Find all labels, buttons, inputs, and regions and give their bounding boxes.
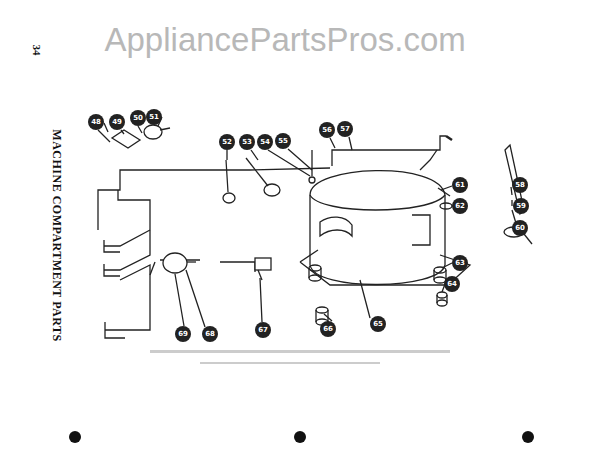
callout-number: 59 <box>513 198 529 214</box>
callout-number: 67 <box>255 322 271 338</box>
callout-number: 56 <box>319 122 335 138</box>
callout-number: 49 <box>109 114 125 130</box>
callout-number: 54 <box>257 134 273 150</box>
callout-number: 58 <box>512 177 528 193</box>
callout-number: 55 <box>275 133 291 149</box>
callout-number: 65 <box>370 316 386 332</box>
callout-number: 62 <box>452 198 468 214</box>
page-title: MACHINE COMPARTMENT PARTS <box>49 129 64 341</box>
callout-number: 53 <box>239 134 255 150</box>
callout-number: 61 <box>452 177 468 193</box>
callout-number: 57 <box>337 121 353 137</box>
callout-number: 68 <box>202 326 218 342</box>
callout-number: 63 <box>452 255 468 271</box>
callout-number: 50 <box>130 110 146 126</box>
callout-number: 60 <box>512 220 528 236</box>
binding-holes <box>69 431 534 443</box>
callout-number: 66 <box>320 321 336 337</box>
watermark: AppliancePartsPros.com <box>105 21 466 59</box>
callout-number: 69 <box>175 326 191 342</box>
callout-number: 48 <box>88 114 104 130</box>
callout-number: 52 <box>219 134 235 150</box>
callout-number: 64 <box>444 276 460 292</box>
page-number: 34 <box>30 45 42 56</box>
callout-number: 51 <box>146 109 162 125</box>
